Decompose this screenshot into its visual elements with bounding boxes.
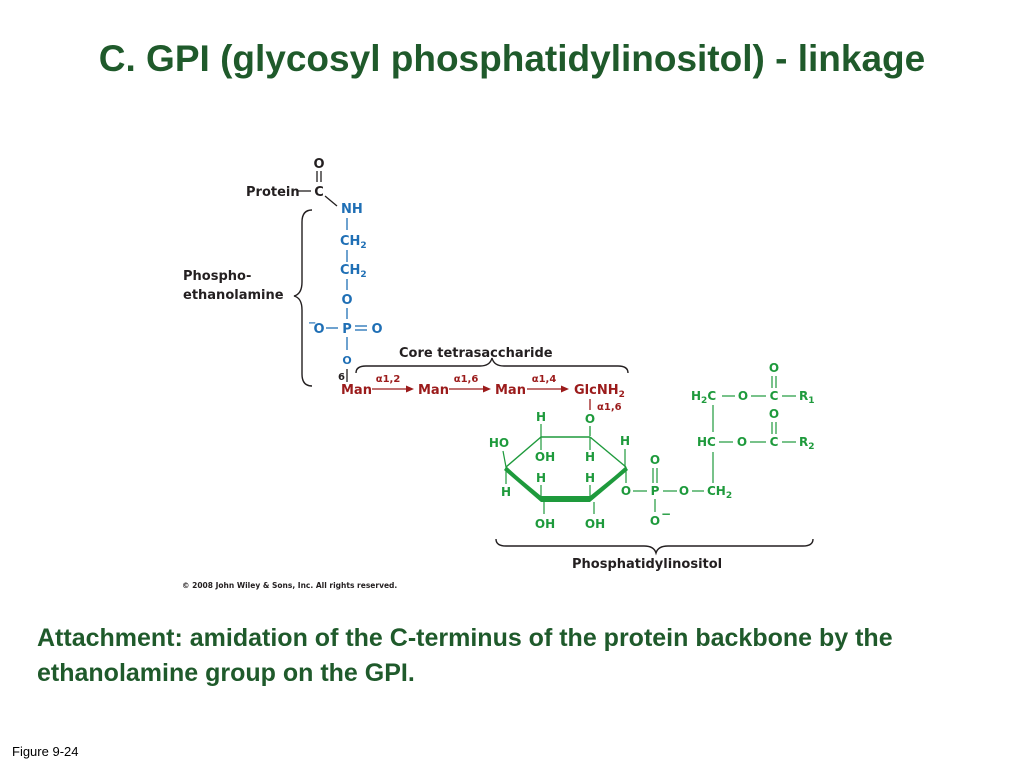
inositol-ring: O H OH H H HO H H H OH OH <box>489 410 630 531</box>
glycerol-o: O <box>679 484 689 498</box>
protein-carbonyl: O Protein C <box>246 157 338 207</box>
inositol-o1: O <box>585 412 595 426</box>
linkage-glc-inositol: α1,6 <box>597 402 622 413</box>
ester-oxygen: O <box>341 293 352 308</box>
linkage-3: α1,4 <box>532 374 557 385</box>
phosphate-o-top: O <box>650 453 660 467</box>
slide-title: C. GPI (glycosyl phosphatidylinositol) -… <box>98 38 926 79</box>
ring-h-c2: H <box>585 450 595 464</box>
position-6-label: 6 <box>338 372 345 383</box>
phosphate-minus: − <box>661 507 671 521</box>
carbonyl-c-1: C <box>770 389 779 403</box>
mannose-2: Man <box>418 383 449 398</box>
inositol-o1-phosphate: O <box>621 484 631 498</box>
phosphoethanolamine: NH CH2 CH2 O − O P O O <box>308 202 383 367</box>
glycerol-h2c: H2C <box>691 389 716 406</box>
ring-h-right: H <box>620 434 630 448</box>
bridge-oxygen: O <box>342 354 351 367</box>
phosphatidylinositol-brace: Phosphatidylinositol <box>495 538 814 572</box>
phosphorus: P <box>342 322 352 337</box>
glycerol-ch2: CH2 <box>707 484 732 501</box>
ester-o-1: O <box>738 389 748 403</box>
ch2-a: CH2 <box>340 234 367 251</box>
carbonyl-carbon: C <box>314 185 324 200</box>
acyl-r2: R2 <box>799 435 815 452</box>
brace-label-line2: ethanolamine <box>183 288 284 303</box>
carbonyl-o-1: O <box>769 361 779 375</box>
phosphoethanolamine-brace: Phospho- ethanolamine <box>183 209 313 387</box>
core-label: Core tetrasaccharide <box>399 346 553 361</box>
amide-nh: NH <box>341 202 363 217</box>
ring-oh-c2: OH <box>535 450 555 464</box>
mannose-3: Man <box>495 383 526 398</box>
gpi-structure-diagram: O Protein C NH CH2 CH2 O − O P O O Phosp… <box>182 157 815 590</box>
pi-label: Phosphatidylinositol <box>572 557 722 572</box>
caption: Attachment: amidation of the C-terminus … <box>37 624 893 687</box>
ring-ho-left: HO <box>489 436 509 450</box>
ester-o-2: O <box>737 435 747 449</box>
linkage-1: α1,2 <box>376 374 401 385</box>
carbonyl-c-2: C <box>770 435 779 449</box>
core-tetrasaccharide: 6 Man Man Man GlcNH2 α1,2 α1,6 α1,4 α1,6 <box>338 369 625 413</box>
phosphate-o-bottom: O <box>650 514 660 528</box>
core-brace: Core tetrasaccharide <box>355 346 629 374</box>
brace-label-line1: Phospho- <box>183 269 251 284</box>
figure-label: Figure 9-24 <box>12 744 79 759</box>
linkage-2: α1,6 <box>454 374 479 385</box>
glucosamine-label: GlcNH <box>574 383 619 398</box>
acyl-r1: R1 <box>799 389 815 406</box>
ring-h-top-left: H <box>536 410 546 424</box>
protein-label: Protein <box>246 185 300 200</box>
glycerol-hc: HC <box>697 435 716 449</box>
carbonyl-oxygen: O <box>313 157 324 172</box>
ch2-b: CH2 <box>340 263 367 280</box>
phosphate-charge: − <box>308 318 316 329</box>
carbonyl-o-2: O <box>769 407 779 421</box>
ring-h-c5: H <box>536 471 546 485</box>
phosphate-p: P <box>651 484 660 498</box>
phosphate-double-o: O <box>371 322 382 337</box>
ring-h-c4: H <box>585 471 595 485</box>
mannose-1: Man <box>341 383 372 398</box>
ring-oh-bottom-left: OH <box>535 517 555 531</box>
glucosamine: GlcNH2 <box>574 383 625 400</box>
ring-h-left: H <box>501 485 511 499</box>
copyright-notice: © 2008 John Wiley & Sons, Inc. All right… <box>182 581 397 590</box>
ring-oh-bottom-right: OH <box>585 517 605 531</box>
phosphate-o-minus: O <box>313 322 324 337</box>
phosphatidyl-group: O P O O − O CH2 HC O C R2 O H2C O C R1 <box>621 361 815 528</box>
